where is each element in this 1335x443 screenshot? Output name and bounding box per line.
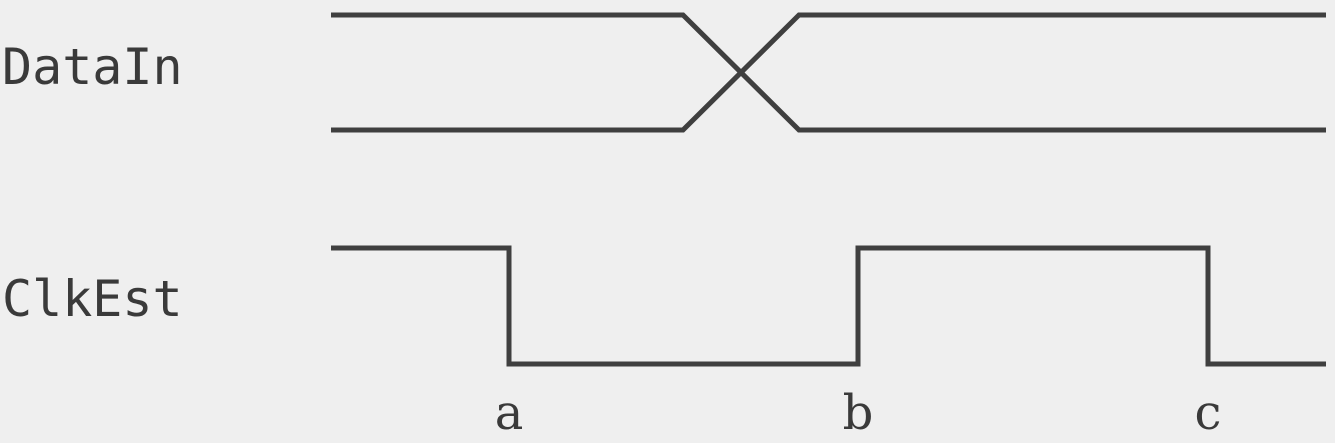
datain-lower-trace [331, 12, 1326, 133]
clkest-waveform [331, 245, 1326, 367]
edge-marker-a: a [495, 385, 524, 441]
datain-upper-trace [331, 12, 1326, 133]
edge-marker-b: b [843, 385, 874, 441]
signal-label-datain: DataIn [2, 38, 183, 96]
datain-waveform [331, 12, 1326, 133]
signal-label-clkest: ClkEst [2, 270, 183, 328]
edge-marker-c: c [1195, 385, 1222, 441]
